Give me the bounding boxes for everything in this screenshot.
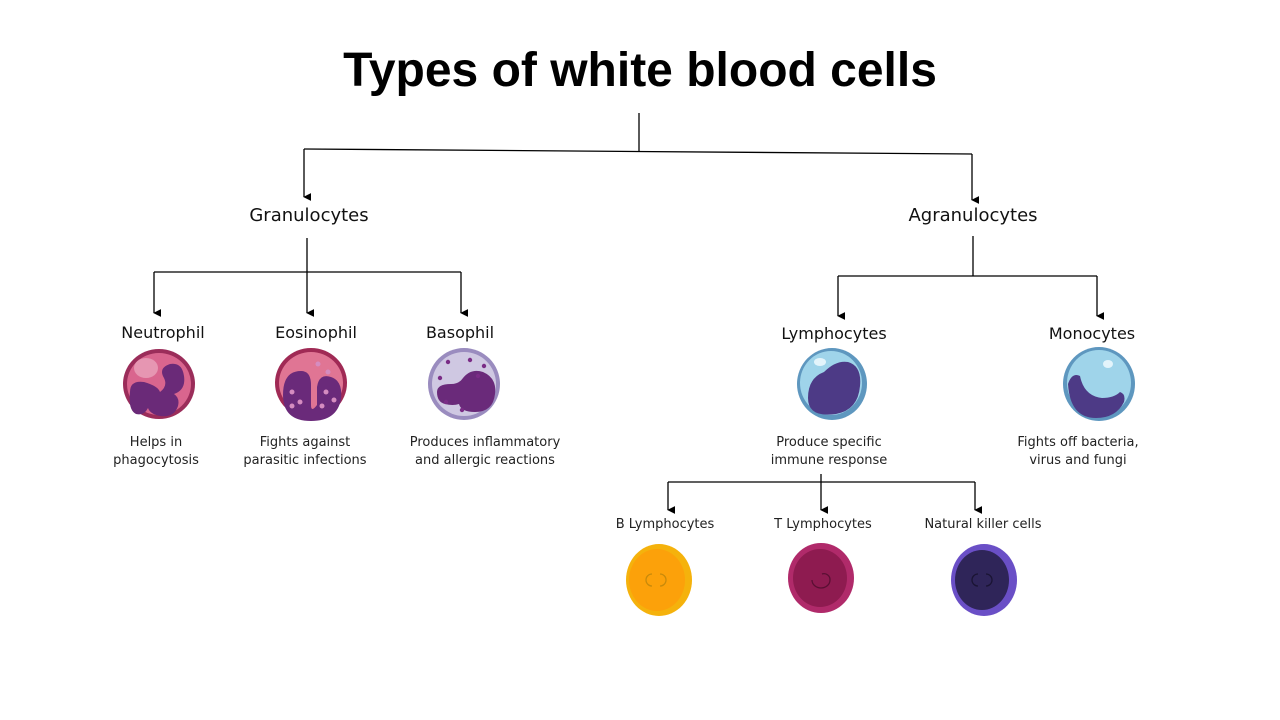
basophil-label: Basophil	[426, 323, 494, 342]
natural-killer-cells-node: Natural killer cells	[924, 517, 1042, 616]
neutrophil-label: Neutrophil	[121, 323, 204, 342]
eosinophil-node: Eosinophil Fights against parasitic infe…	[243, 323, 366, 468]
lymphocytes-desc-2: immune response	[771, 453, 888, 468]
basophil-desc-1: Produces inflammatory	[410, 435, 561, 450]
basophil-node: Basophil Produces inflammatory and aller…	[410, 323, 561, 468]
eosinophil-desc-2: parasitic infections	[243, 453, 366, 468]
connector-root	[303, 113, 980, 204]
b-lymphocyte-cell-icon	[626, 544, 692, 616]
eosinophil-label: Eosinophil	[275, 323, 357, 342]
connector-granulocytes	[153, 238, 469, 317]
b-lymphocytes-node: B Lymphocytes	[616, 517, 715, 616]
monocyte-cell-icon	[1063, 347, 1135, 421]
neutrophil-desc-2: phagocytosis	[113, 453, 199, 468]
page-title: Types of white blood cells	[343, 44, 937, 97]
t-lymphocytes-node: T Lymphocytes	[773, 517, 872, 613]
connector-lymphocyte-types	[667, 474, 983, 514]
basophil-cell-icon	[428, 348, 500, 420]
neutrophil-desc-1: Helps in	[130, 435, 182, 450]
lymphocytes-desc-1: Produce specific	[776, 435, 882, 450]
t-lymphocytes-label: T Lymphocytes	[773, 517, 872, 532]
basophil-desc-2: and allergic reactions	[415, 453, 555, 468]
granulocytes-label: Granulocytes	[249, 205, 368, 226]
natural-killer-cells-label: Natural killer cells	[924, 517, 1041, 532]
eosinophil-desc-1: Fights against	[260, 435, 351, 450]
lymphocyte-cell-icon	[797, 348, 867, 420]
monocytes-node: Monocytes Fights off bacteria, virus and…	[1017, 324, 1138, 468]
connector-agranulocytes	[837, 236, 1105, 320]
monocytes-desc-2: virus and fungi	[1029, 453, 1126, 468]
agranulocytes-label: Agranulocytes	[908, 205, 1037, 226]
monocytes-desc-1: Fights off bacteria,	[1017, 435, 1138, 450]
t-lymphocyte-cell-icon	[788, 543, 854, 613]
eosinophil-cell-icon	[275, 348, 347, 421]
lymphocytes-node: Lymphocytes Produce specific immune resp…	[771, 324, 888, 468]
neutrophil-node: Neutrophil Helps in phagocytosis	[113, 323, 205, 468]
neutrophil-cell-icon	[123, 349, 195, 419]
natural-killer-cell-icon	[951, 544, 1017, 616]
monocytes-label: Monocytes	[1049, 324, 1135, 343]
b-lymphocytes-label: B Lymphocytes	[616, 517, 715, 532]
lymphocytes-label: Lymphocytes	[781, 324, 886, 343]
